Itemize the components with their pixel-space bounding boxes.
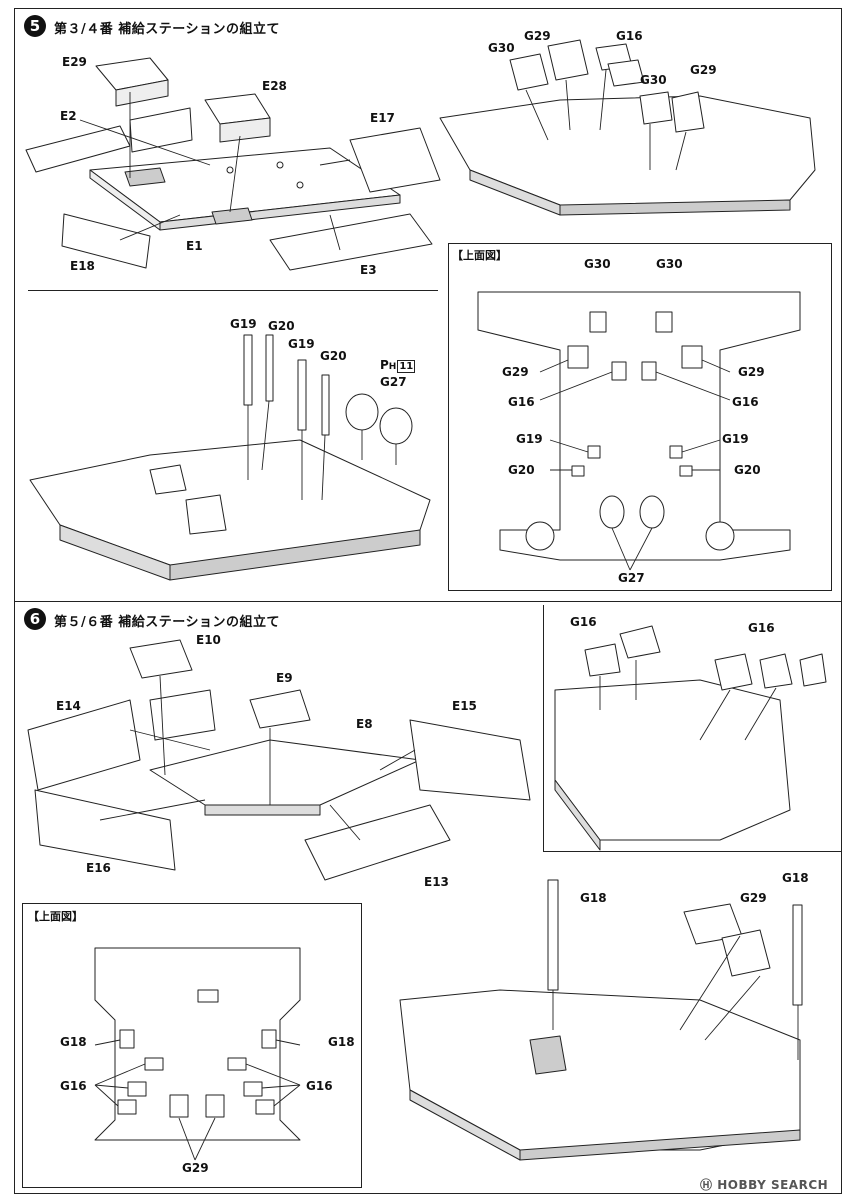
step5-section-divider (28, 290, 438, 292)
part-label: E1 (186, 239, 203, 253)
part-label: E18 (70, 259, 95, 273)
part-label: G29 (502, 365, 529, 379)
part-label: G16 (748, 621, 775, 635)
part-label: G19 (516, 432, 543, 446)
watermark-logo-icon: Ⓗ (700, 1178, 713, 1192)
part-label: G30 (656, 257, 683, 271)
part-label: E28 (262, 79, 287, 93)
watermark: Ⓗ HOBBY SEARCH (700, 1176, 828, 1193)
part-label: G19 (288, 337, 315, 351)
paint-code-number: 11 (397, 360, 416, 373)
part-label: G18 (328, 1035, 355, 1049)
part-label: E13 (424, 875, 449, 889)
part-label: G27 (380, 375, 407, 389)
part-label: G16 (306, 1079, 333, 1093)
part-label: G29 (182, 1161, 209, 1175)
part-label: E3 (360, 263, 377, 277)
part-label: G29 (738, 365, 765, 379)
part-label: E17 (370, 111, 395, 125)
part-label: G20 (734, 463, 761, 477)
step5-top-view-title: 【上面図】 (452, 249, 507, 262)
part-label: G18 (60, 1035, 87, 1049)
part-label: G30 (584, 257, 611, 271)
part-label: G20 (268, 319, 295, 333)
part-label: G29 (690, 63, 717, 77)
step6-vertical-divider (543, 605, 545, 851)
step6-title: 第５/６番 補給ステーションの組立て (54, 615, 281, 630)
step6-top-view-panel (22, 903, 362, 1188)
part-label: G18 (782, 871, 809, 885)
part-label: G20 (508, 463, 535, 477)
paint-code-sub: H (388, 362, 397, 372)
part-label: G29 (740, 891, 767, 905)
step6-top-view-title: 【上面図】 (28, 910, 83, 923)
part-label: G20 (320, 349, 347, 363)
part-label: E16 (86, 861, 111, 875)
part-label: G16 (508, 395, 535, 409)
watermark-text: HOBBY SEARCH (717, 1178, 829, 1192)
part-label: E10 (196, 633, 221, 647)
part-label: E29 (62, 55, 87, 69)
part-label: E15 (452, 699, 477, 713)
step-divider (14, 601, 842, 603)
paint-code-letter: P (380, 358, 389, 372)
part-label: G29 (524, 29, 551, 43)
part-label: G16 (570, 615, 597, 629)
part-label: E8 (356, 717, 373, 731)
part-label: E14 (56, 699, 81, 713)
part-label: E2 (60, 109, 77, 123)
part-label: G16 (60, 1079, 87, 1093)
part-label: G27 (618, 571, 645, 585)
part-label: G16 (616, 29, 643, 43)
step5-number-badge: 5 (24, 15, 46, 37)
part-label: E9 (276, 671, 293, 685)
step5-title: 第３/４番 補給ステーションの組立て (54, 22, 281, 37)
step6-number-badge: 6 (24, 608, 46, 630)
step5-top-view-panel (448, 243, 832, 591)
part-label: G18 (580, 891, 607, 905)
part-label: G16 (732, 395, 759, 409)
part-label: G19 (722, 432, 749, 446)
part-label: G19 (230, 317, 257, 331)
part-label: G30 (640, 73, 667, 87)
part-label: G30 (488, 41, 515, 55)
step6-section-divider (543, 851, 842, 853)
